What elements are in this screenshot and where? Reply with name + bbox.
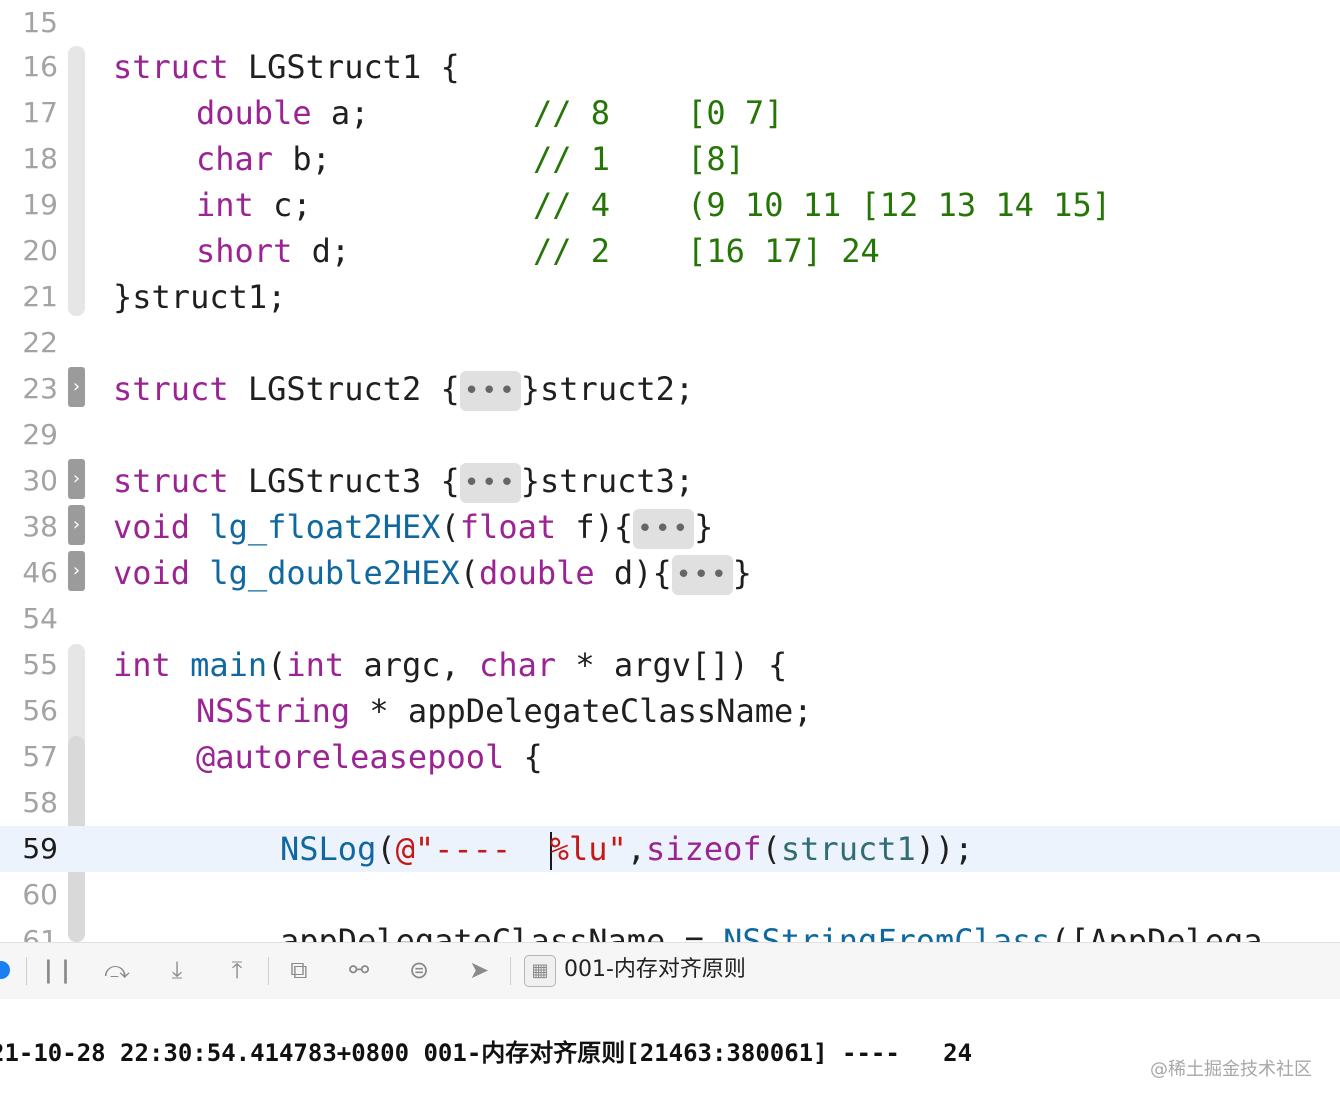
divider [26, 957, 27, 985]
line-number: 57 [22, 740, 58, 773]
folded-code-ellipsis[interactable]: ••• [459, 463, 521, 503]
code-text: NSLog(@"---- %lu",sizeof(struct1)); [280, 830, 974, 870]
code-text: struct LGStruct3 {•••}struct3; [113, 458, 694, 504]
code-line[interactable]: 55 int main(int argc, char * argv[]) { [0, 642, 1340, 688]
view-hierarchy-icon[interactable]: ⧉ [290, 956, 308, 984]
fold-toggle-line-38[interactable]: › [68, 505, 85, 545]
code-line[interactable]: 38 void lg_float2HEX(float f){•••} [0, 504, 1340, 550]
code-text: struct LGStruct1 { [113, 48, 460, 86]
environment-icon[interactable]: ⊜ [408, 956, 430, 984]
fold-toggle-line-23[interactable]: › [68, 367, 85, 407]
step-over-icon[interactable]: ⤼ [104, 956, 130, 984]
code-line[interactable]: 61 appDelegateClassName = NSStringFromCl… [0, 918, 1340, 942]
code-comment: // 2 [16 17] 24 [533, 232, 880, 270]
code-text: }struct1; [113, 278, 287, 316]
code-line[interactable]: 46 void lg_double2HEX(double d){•••} [0, 550, 1340, 596]
code-text: NSString * appDelegateClassName; [196, 692, 813, 730]
pause-icon[interactable]: | | [44, 956, 70, 984]
code-line[interactable]: 60 [0, 872, 1340, 918]
code-line[interactable]: 18 char b; // 1 [8] [0, 136, 1340, 182]
line-number: 23 [22, 372, 58, 405]
code-line[interactable]: 29 [0, 412, 1340, 458]
divider [510, 957, 511, 985]
line-number: 15 [22, 6, 58, 39]
folded-code-ellipsis[interactable]: ••• [633, 509, 695, 549]
console-log-line: 21-10-28 22:30:54.414783+0800 001-内存对齐原则… [0, 1039, 973, 1067]
line-number: 56 [22, 694, 58, 727]
code-text: char b; [196, 140, 331, 178]
code-line[interactable]: 58 [0, 780, 1340, 826]
code-line[interactable]: 21 }struct1; [0, 274, 1340, 320]
app-icon: ▦ [524, 955, 556, 987]
line-number: 22 [22, 326, 58, 359]
line-number: 21 [22, 280, 58, 313]
code-text: @autoreleasepool { [196, 738, 543, 776]
line-number: 18 [22, 142, 58, 175]
line-number: 29 [22, 418, 58, 451]
code-comment: // 4 (9 10 11 [12 13 14 15] [533, 186, 1111, 224]
code-editor[interactable]: › › › › 15 16 struct LGStruct1 { 17 doub… [0, 0, 1340, 942]
code-line[interactable]: 57 @autoreleasepool { [0, 734, 1340, 780]
watermark: @稀土掘金技术社区 [1150, 1059, 1312, 1080]
step-into-icon[interactable]: ⤓ [171, 956, 183, 984]
line-number: 54 [22, 602, 58, 635]
code-text: void lg_double2HEX(double d){•••} [113, 550, 752, 596]
fold-toggle-line-46[interactable]: › [68, 551, 85, 591]
console-output-area[interactable]: 21-10-28 22:30:54.414783+0800 001-内存对齐原则… [0, 999, 1340, 1106]
code-text: int main(int argc, char * argv[]) { [113, 646, 788, 684]
line-number: 16 [22, 50, 58, 83]
code-comment: // 1 [8] [533, 140, 745, 178]
code-line-current[interactable]: 59 NSLog(@"---- %lu",sizeof(struct1)); [0, 826, 1340, 872]
line-number: 17 [22, 96, 58, 129]
folded-code-ellipsis[interactable]: ••• [459, 371, 521, 411]
code-line[interactable]: 16 struct LGStruct1 { [0, 44, 1340, 90]
code-text: struct LGStruct2 {•••}struct2; [113, 366, 694, 412]
code-line[interactable]: 22 [0, 320, 1340, 366]
target-name[interactable]: 001-内存对齐原则 [564, 957, 746, 982]
line-number: 46 [22, 556, 58, 589]
text-cursor [549, 832, 552, 870]
code-line[interactable]: 19 int c; // 4 (9 10 11 [12 13 14 15] [0, 182, 1340, 228]
code-line[interactable]: 17 double a; // 8 [0 7] [0, 90, 1340, 136]
line-number: 58 [22, 786, 58, 819]
code-line[interactable]: 30 struct LGStruct3 {•••}struct3; [0, 458, 1340, 504]
code-line[interactable]: 23 struct LGStruct2 {•••}struct2; [0, 366, 1340, 412]
memory-graph-icon[interactable]: ⚯ [348, 956, 370, 984]
code-text: int c; [196, 186, 312, 224]
line-number: 55 [22, 648, 58, 681]
line-number: 19 [22, 188, 58, 221]
location-icon[interactable]: ➤ [468, 956, 490, 984]
line-number: 20 [22, 234, 58, 267]
breakpoint-toggle-icon[interactable] [0, 961, 10, 979]
line-number: 60 [22, 878, 58, 911]
code-line[interactable]: 15 [0, 0, 1340, 46]
fold-toggle-line-30[interactable]: › [68, 459, 85, 499]
code-text: appDelegateClassName = NSStringFromClass… [280, 922, 1263, 942]
line-number: 30 [22, 464, 58, 497]
step-out-icon[interactable]: ⤒ [231, 956, 243, 984]
code-line[interactable]: 20 short d; // 2 [16 17] 24 [0, 228, 1340, 274]
debug-bar: | | ⤼ ⤓ ⤒ ⧉ ⚯ ⊜ ➤ ▦ 001-内存对齐原则 [0, 942, 1340, 1000]
code-text: void lg_float2HEX(float f){•••} [113, 504, 713, 550]
code-line[interactable]: 54 [0, 596, 1340, 642]
fold-ribbon-struct1[interactable] [68, 46, 85, 316]
code-text: short d; [196, 232, 351, 270]
folded-code-ellipsis[interactable]: ••• [671, 555, 733, 595]
line-number: 61 [22, 924, 58, 942]
line-number: 38 [22, 510, 58, 543]
code-comment: // 8 [0 7] [533, 94, 784, 132]
divider [268, 957, 269, 985]
code-text: double a; [196, 94, 370, 132]
code-line[interactable]: 56 NSString * appDelegateClassName; [0, 688, 1340, 734]
line-number: 59 [22, 832, 58, 865]
